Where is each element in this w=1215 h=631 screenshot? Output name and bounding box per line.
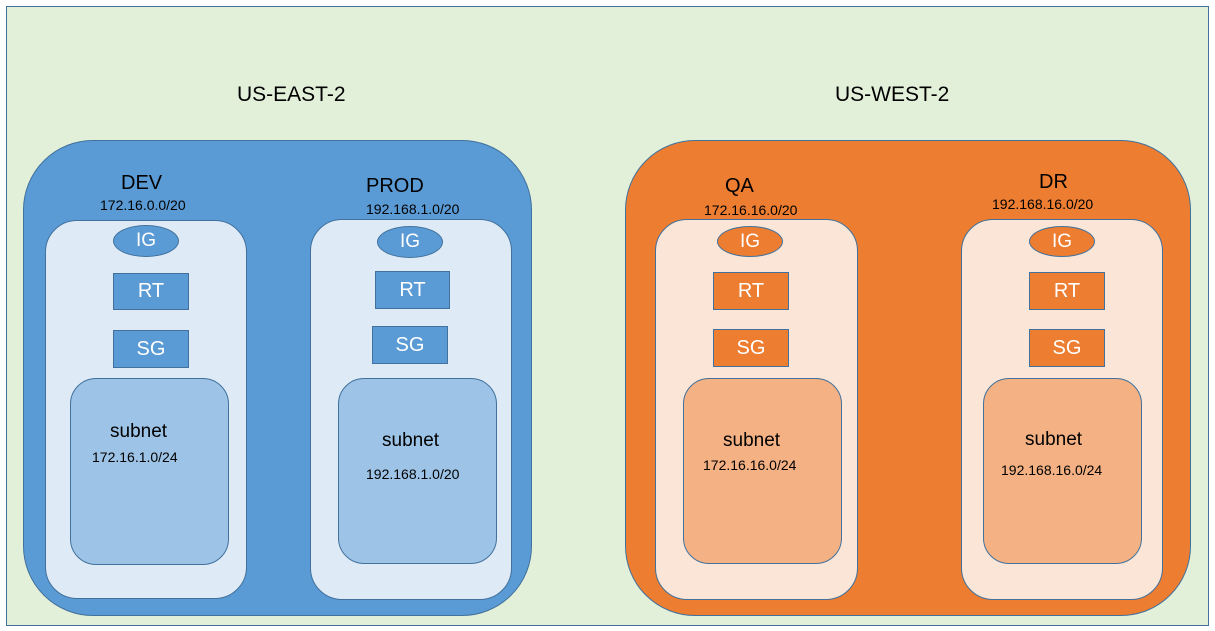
route-table-qa: RT bbox=[713, 272, 789, 310]
vpc-name-dr: DR bbox=[1039, 171, 1068, 193]
vpc-name-dev: DEV bbox=[121, 172, 163, 194]
subnet-cidr-dev: 172.16.1.0/24 bbox=[92, 449, 178, 465]
subnet-dr bbox=[983, 378, 1142, 564]
subnet-label-prod: subnet bbox=[382, 430, 440, 451]
vpc-cidr-prod: 192.168.1.0/20 bbox=[366, 201, 460, 217]
internet-gateway-prod: IG bbox=[377, 226, 443, 258]
route-table-prod: RT bbox=[375, 271, 450, 309]
security-group-dr: SG bbox=[1029, 329, 1105, 367]
internet-gateway-qa: IG bbox=[717, 226, 783, 257]
security-group-qa: SG bbox=[713, 329, 789, 367]
security-group-dev: SG bbox=[113, 330, 189, 368]
subnet-label-qa: subnet bbox=[723, 430, 781, 451]
region-title-us-west-2: US-WEST-2 bbox=[835, 83, 950, 106]
subnet-dev bbox=[70, 378, 229, 565]
internet-gateway-dr: IG bbox=[1029, 226, 1095, 257]
subnet-prod bbox=[338, 378, 497, 564]
vpc-name-prod: PROD bbox=[366, 175, 424, 197]
vpc-cidr-qa: 172.16.16.0/20 bbox=[704, 202, 798, 218]
subnet-cidr-prod: 192.168.1.0/20 bbox=[366, 466, 460, 482]
subnet-label-dr: subnet bbox=[1025, 429, 1083, 450]
security-group-prod: SG bbox=[372, 326, 448, 364]
internet-gateway-dev: IG bbox=[113, 225, 179, 257]
subnet-cidr-qa: 172.16.16.0/24 bbox=[703, 457, 797, 473]
region-title-us-east-2: US-EAST-2 bbox=[237, 83, 346, 106]
vpc-cidr-dr: 192.168.16.0/20 bbox=[992, 196, 1094, 212]
vpc-name-qa: QA bbox=[725, 175, 754, 197]
subnet-qa bbox=[683, 378, 842, 564]
subnet-cidr-dr: 192.168.16.0/24 bbox=[1001, 462, 1103, 478]
route-table-dev: RT bbox=[113, 273, 189, 310]
vpc-cidr-dev: 172.16.0.0/20 bbox=[100, 197, 186, 213]
subnet-label-dev: subnet bbox=[110, 421, 168, 442]
route-table-dr: RT bbox=[1029, 272, 1105, 310]
